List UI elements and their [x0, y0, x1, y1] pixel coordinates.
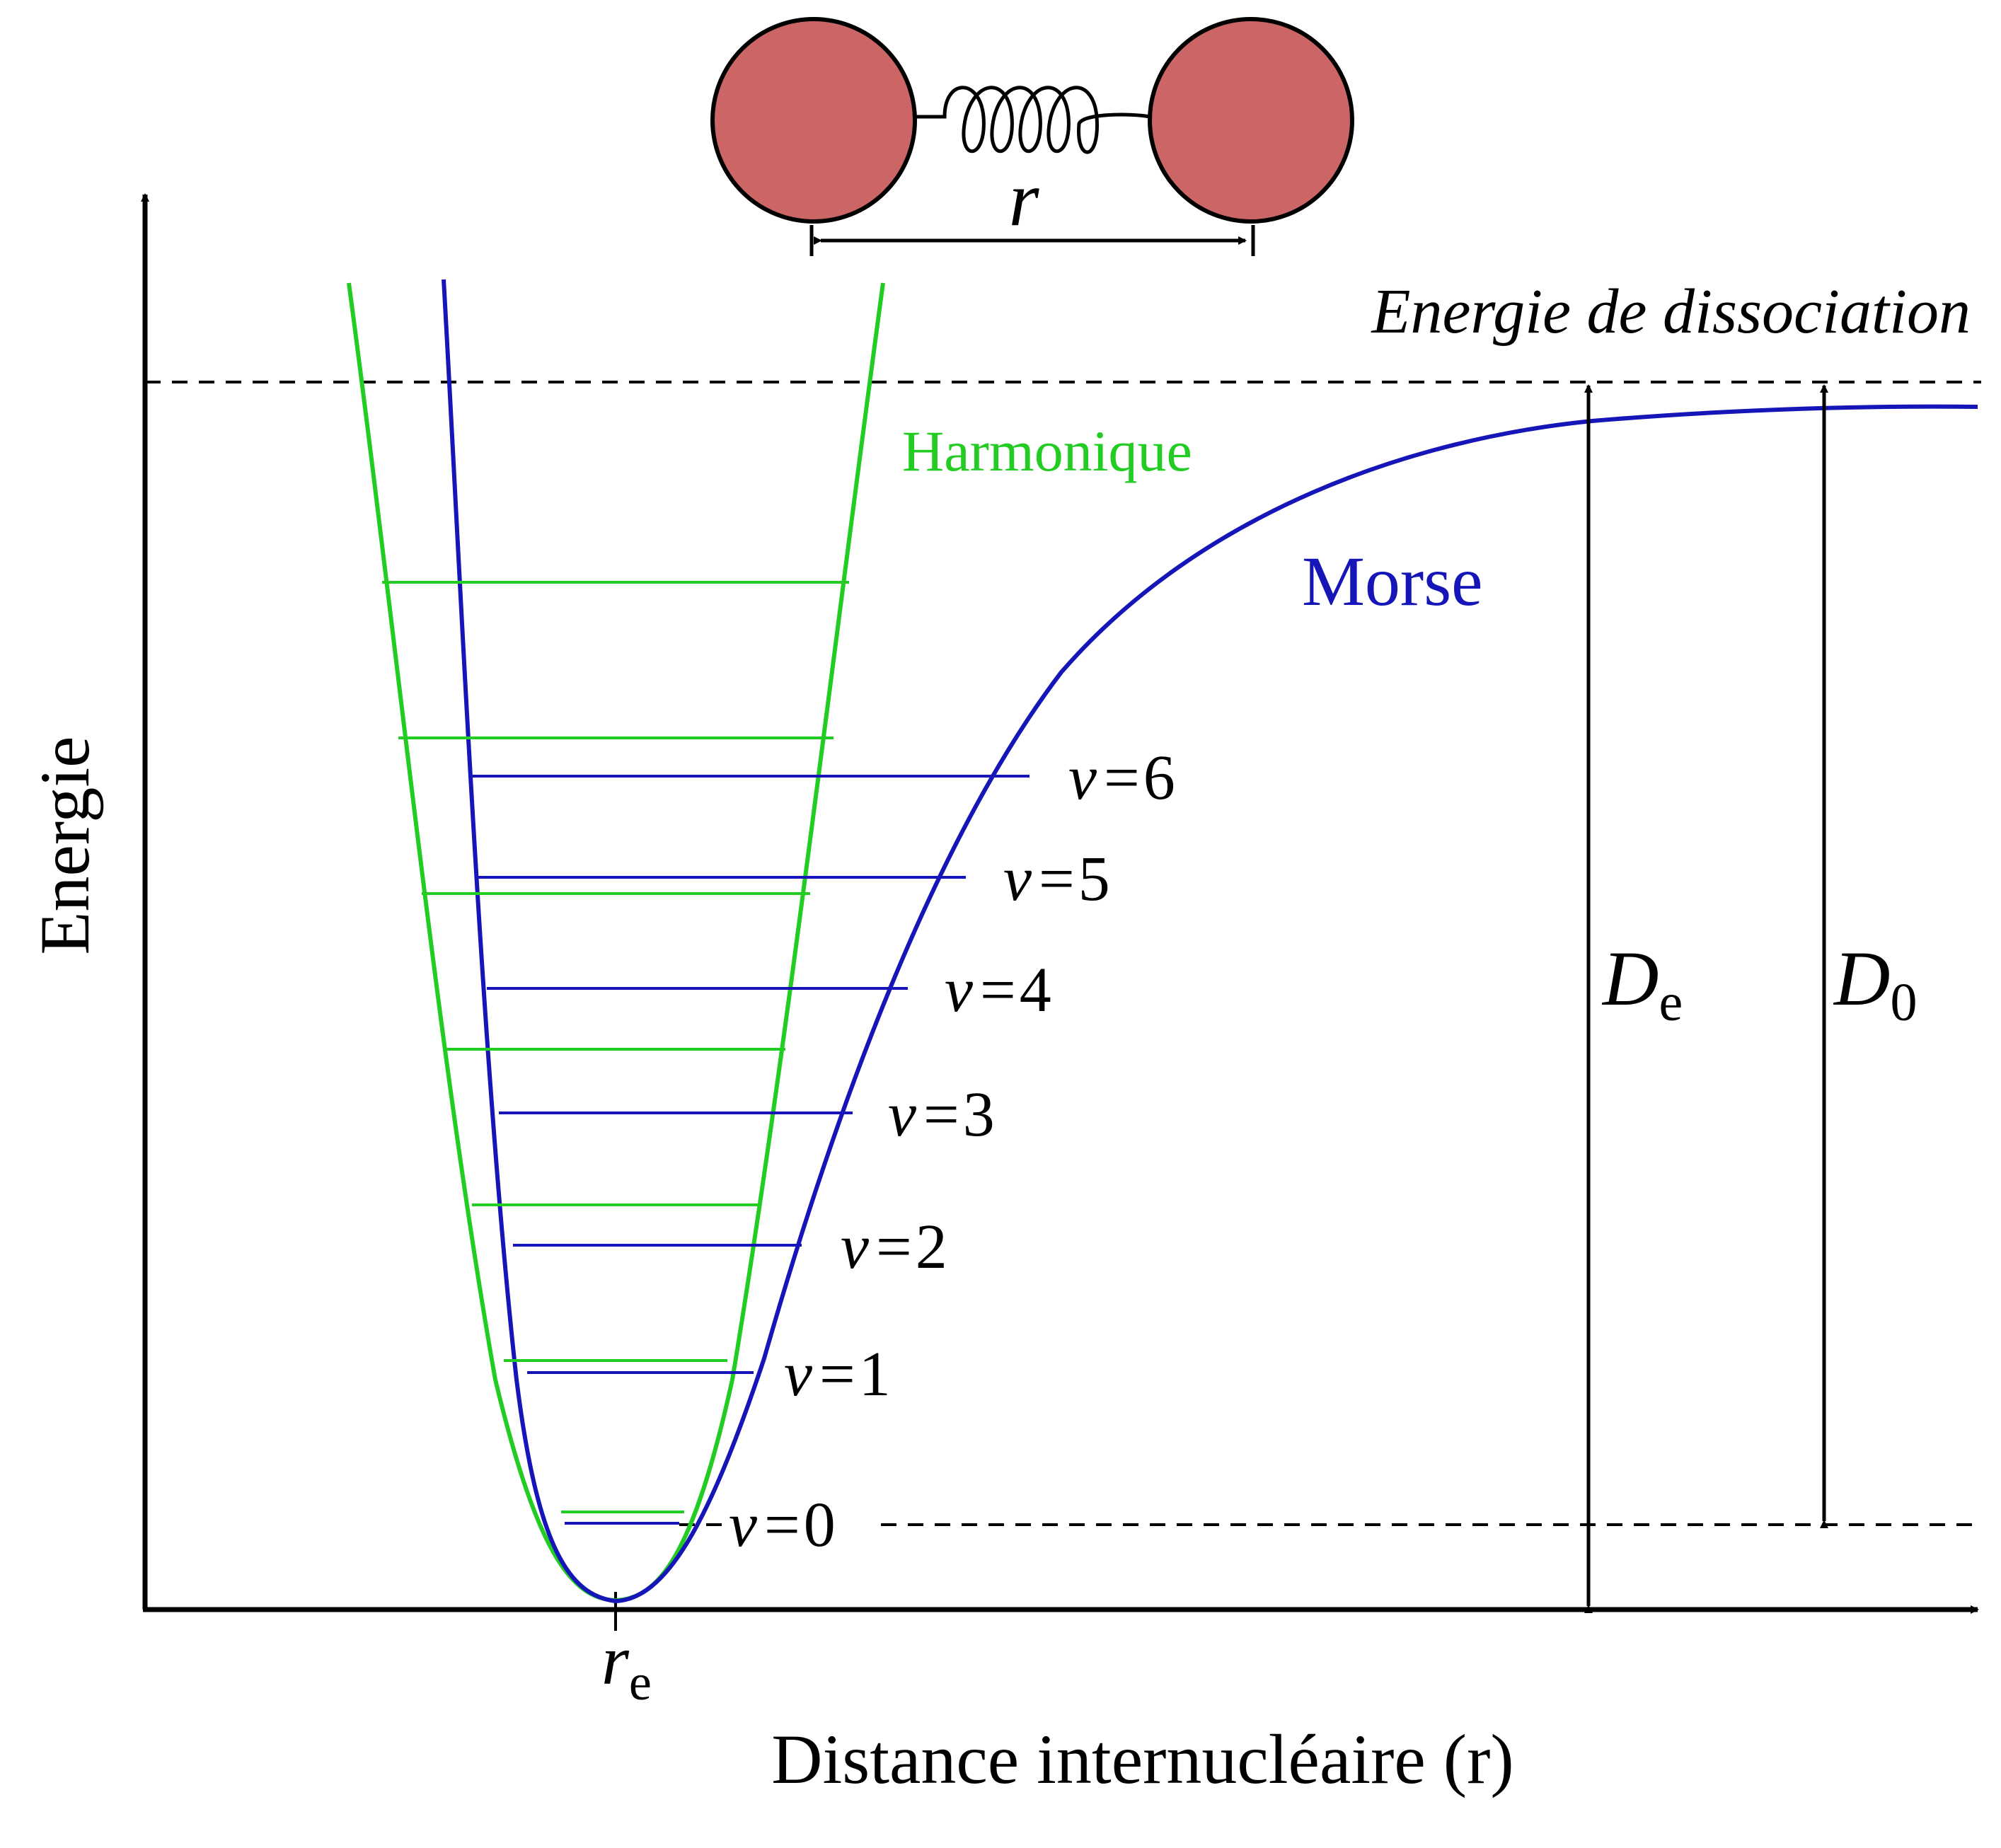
level-label-0: v=0 [729, 1490, 836, 1560]
dissociation-label: Energie de dissociation [1370, 277, 1971, 347]
level-label-1: v=1 [784, 1339, 891, 1409]
spring-icon [915, 86, 1151, 154]
harmonic-label: Harmonique [902, 419, 1192, 483]
morse-levels [471, 775, 1030, 1525]
level-labels: v=0 v=1 v=2 v=3 v=4 v=5 v=6 [729, 743, 1175, 1560]
level-label-2: v=2 [841, 1212, 947, 1282]
morse-curve [442, 279, 1978, 1604]
molecule-illustration: r [710, 17, 1354, 256]
level-label-5: v=5 [1003, 844, 1110, 914]
D0-label: D0 [1833, 935, 1917, 1032]
level-label-4: v=4 [945, 955, 1051, 1025]
re-label: re [601, 1621, 652, 1711]
level-label-3: v=3 [888, 1080, 995, 1150]
bond-length-label: r [1009, 156, 1040, 242]
atom-right [1148, 17, 1354, 224]
level-label-6: v=6 [1068, 743, 1175, 813]
y-axis-label: Energie [25, 736, 104, 954]
x-axis-label: Distance internucléaire (r) [771, 1720, 1513, 1798]
atom-left [710, 17, 917, 224]
harmonic-levels [382, 581, 849, 1513]
De-label: De [1601, 935, 1683, 1032]
morse-label: Morse [1302, 542, 1483, 620]
